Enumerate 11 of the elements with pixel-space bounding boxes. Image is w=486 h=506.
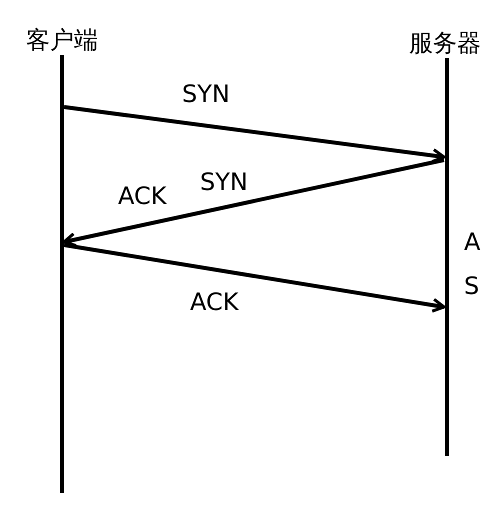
message-arrow bbox=[62, 158, 444, 248]
participant-name: 服务器 bbox=[408, 28, 482, 58]
edge-label: ACK bbox=[190, 288, 238, 316]
edge-label: SYN bbox=[200, 168, 248, 196]
message-arrow bbox=[64, 243, 446, 313]
note-text: A bbox=[464, 228, 480, 256]
edge-label: SYN bbox=[182, 80, 230, 108]
edge-label: ACK bbox=[118, 182, 166, 210]
note-text: S bbox=[464, 272, 480, 300]
participant-name: 客户端 bbox=[25, 25, 99, 55]
message-arrow bbox=[64, 105, 446, 164]
